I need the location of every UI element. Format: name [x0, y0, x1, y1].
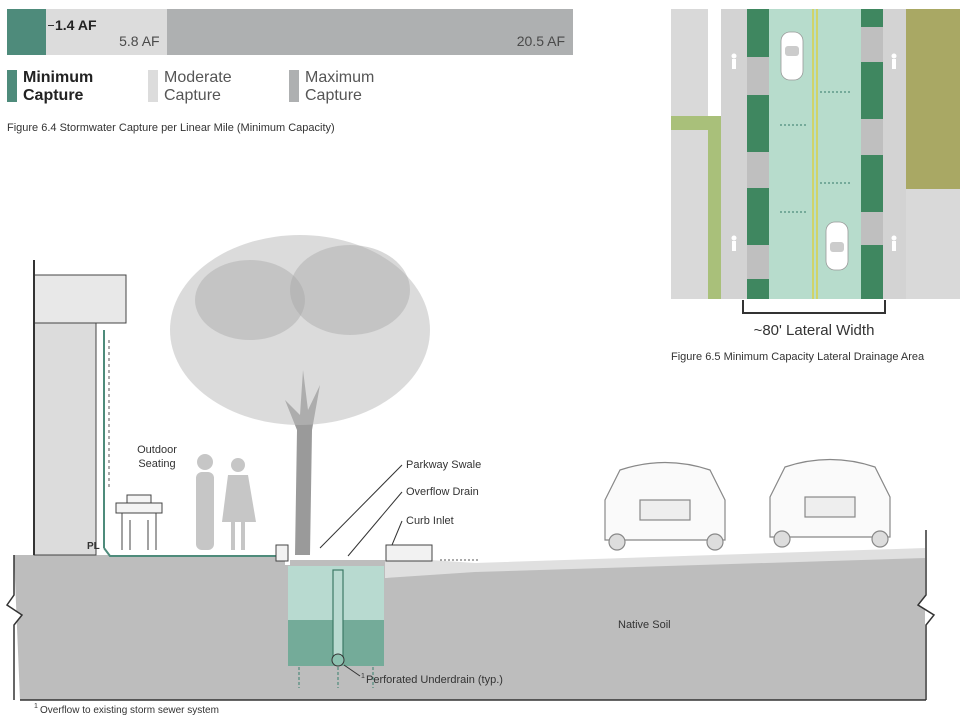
tree-icon [170, 235, 430, 555]
car-icon [825, 221, 849, 271]
native-soil-area [14, 555, 925, 700]
legend-swatch-maximum [289, 70, 299, 102]
bar-minimum-capture [7, 9, 46, 55]
break-line-left [5, 555, 24, 700]
bar-label-maximum: 20.5 AF [516, 33, 565, 49]
break-line-right [916, 530, 936, 700]
legend-swatch-minimum [7, 70, 17, 102]
legend-moderate: Moderate Capture [164, 69, 232, 105]
label-curb-inlet: Curb Inlet [406, 515, 454, 527]
bar-label-moderate: 5.8 AF [119, 33, 160, 49]
label-perforated-underdrain: Perforated Underdrain (typ.) [366, 674, 503, 686]
bar-label-minimum: 1.4 AF [48, 17, 97, 33]
pedestrian-icon [731, 53, 897, 251]
footnote-text: Overflow to existing storm sewer system [40, 705, 219, 716]
legend-maximum-line1: Maximum [305, 69, 375, 86]
overflow-drain-pipe [332, 569, 344, 661]
curb-inlet [385, 544, 433, 562]
label-outdoor-seating-2: Seating [138, 458, 175, 470]
street-surface [385, 548, 925, 578]
label-parkway-swale: Parkway Swale [406, 459, 481, 471]
legend-minimum-line2: Capture [23, 87, 84, 104]
legend-moderate-line2: Capture [164, 87, 221, 104]
legend-maximum: Maximum Capture [305, 69, 374, 105]
outdoor-table-icon [115, 494, 163, 550]
footnote-marker-2: 1 [34, 703, 38, 710]
figure-6-5-caption: Figure 6.5 Minimum Capacity Lateral Drai… [671, 351, 925, 363]
legend-maximum-line2: Capture [305, 87, 362, 104]
house [33, 260, 280, 557]
outflow-arrow-icon [298, 667, 374, 688]
flow-arrow-icon [780, 91, 850, 213]
footnote-marker-1: 1 [361, 673, 365, 680]
car-icon [780, 31, 804, 81]
label-property-line: PL [87, 541, 100, 552]
perforated-underdrain-pipe [331, 653, 345, 667]
legend-moderate-line1: Moderate [164, 69, 232, 86]
legend-minimum: Minimum Capture [23, 69, 93, 105]
label-outdoor-seating-1: Outdoor [137, 444, 177, 456]
car-icon [769, 458, 891, 548]
label-overflow-drain: Overflow Drain [406, 486, 479, 498]
legend-minimum-line1: Minimum [23, 69, 94, 86]
people-icon [196, 454, 256, 550]
car-icon [604, 461, 726, 551]
legend-swatch-moderate [148, 70, 158, 102]
label-native-soil: Native Soil [618, 619, 671, 631]
figure-6-4-caption: Figure 6.4 Stormwater Capture per Linear… [7, 122, 335, 134]
lateral-width-bracket [742, 300, 886, 314]
capture-bar-chart: 1.4 AF 5.8 AF 20.5 AF [7, 9, 573, 55]
plan-view-street [671, 9, 960, 314]
lateral-width-label: ~80' Lateral Width [753, 322, 875, 339]
